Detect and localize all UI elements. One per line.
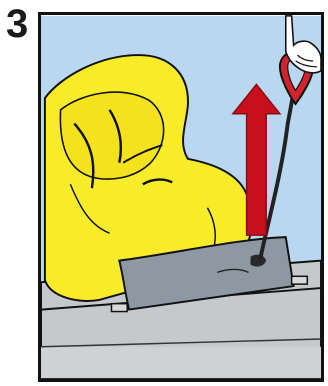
car-seat-illustration: [41, 15, 321, 379]
step-number: 3: [6, 4, 28, 44]
child-seat-backrest: [60, 92, 163, 179]
floor-strip: [41, 347, 321, 378]
illustration-panel: [38, 12, 324, 382]
base-plate-hook-right: [292, 276, 308, 284]
base-plate-hook-left: [111, 304, 127, 312]
